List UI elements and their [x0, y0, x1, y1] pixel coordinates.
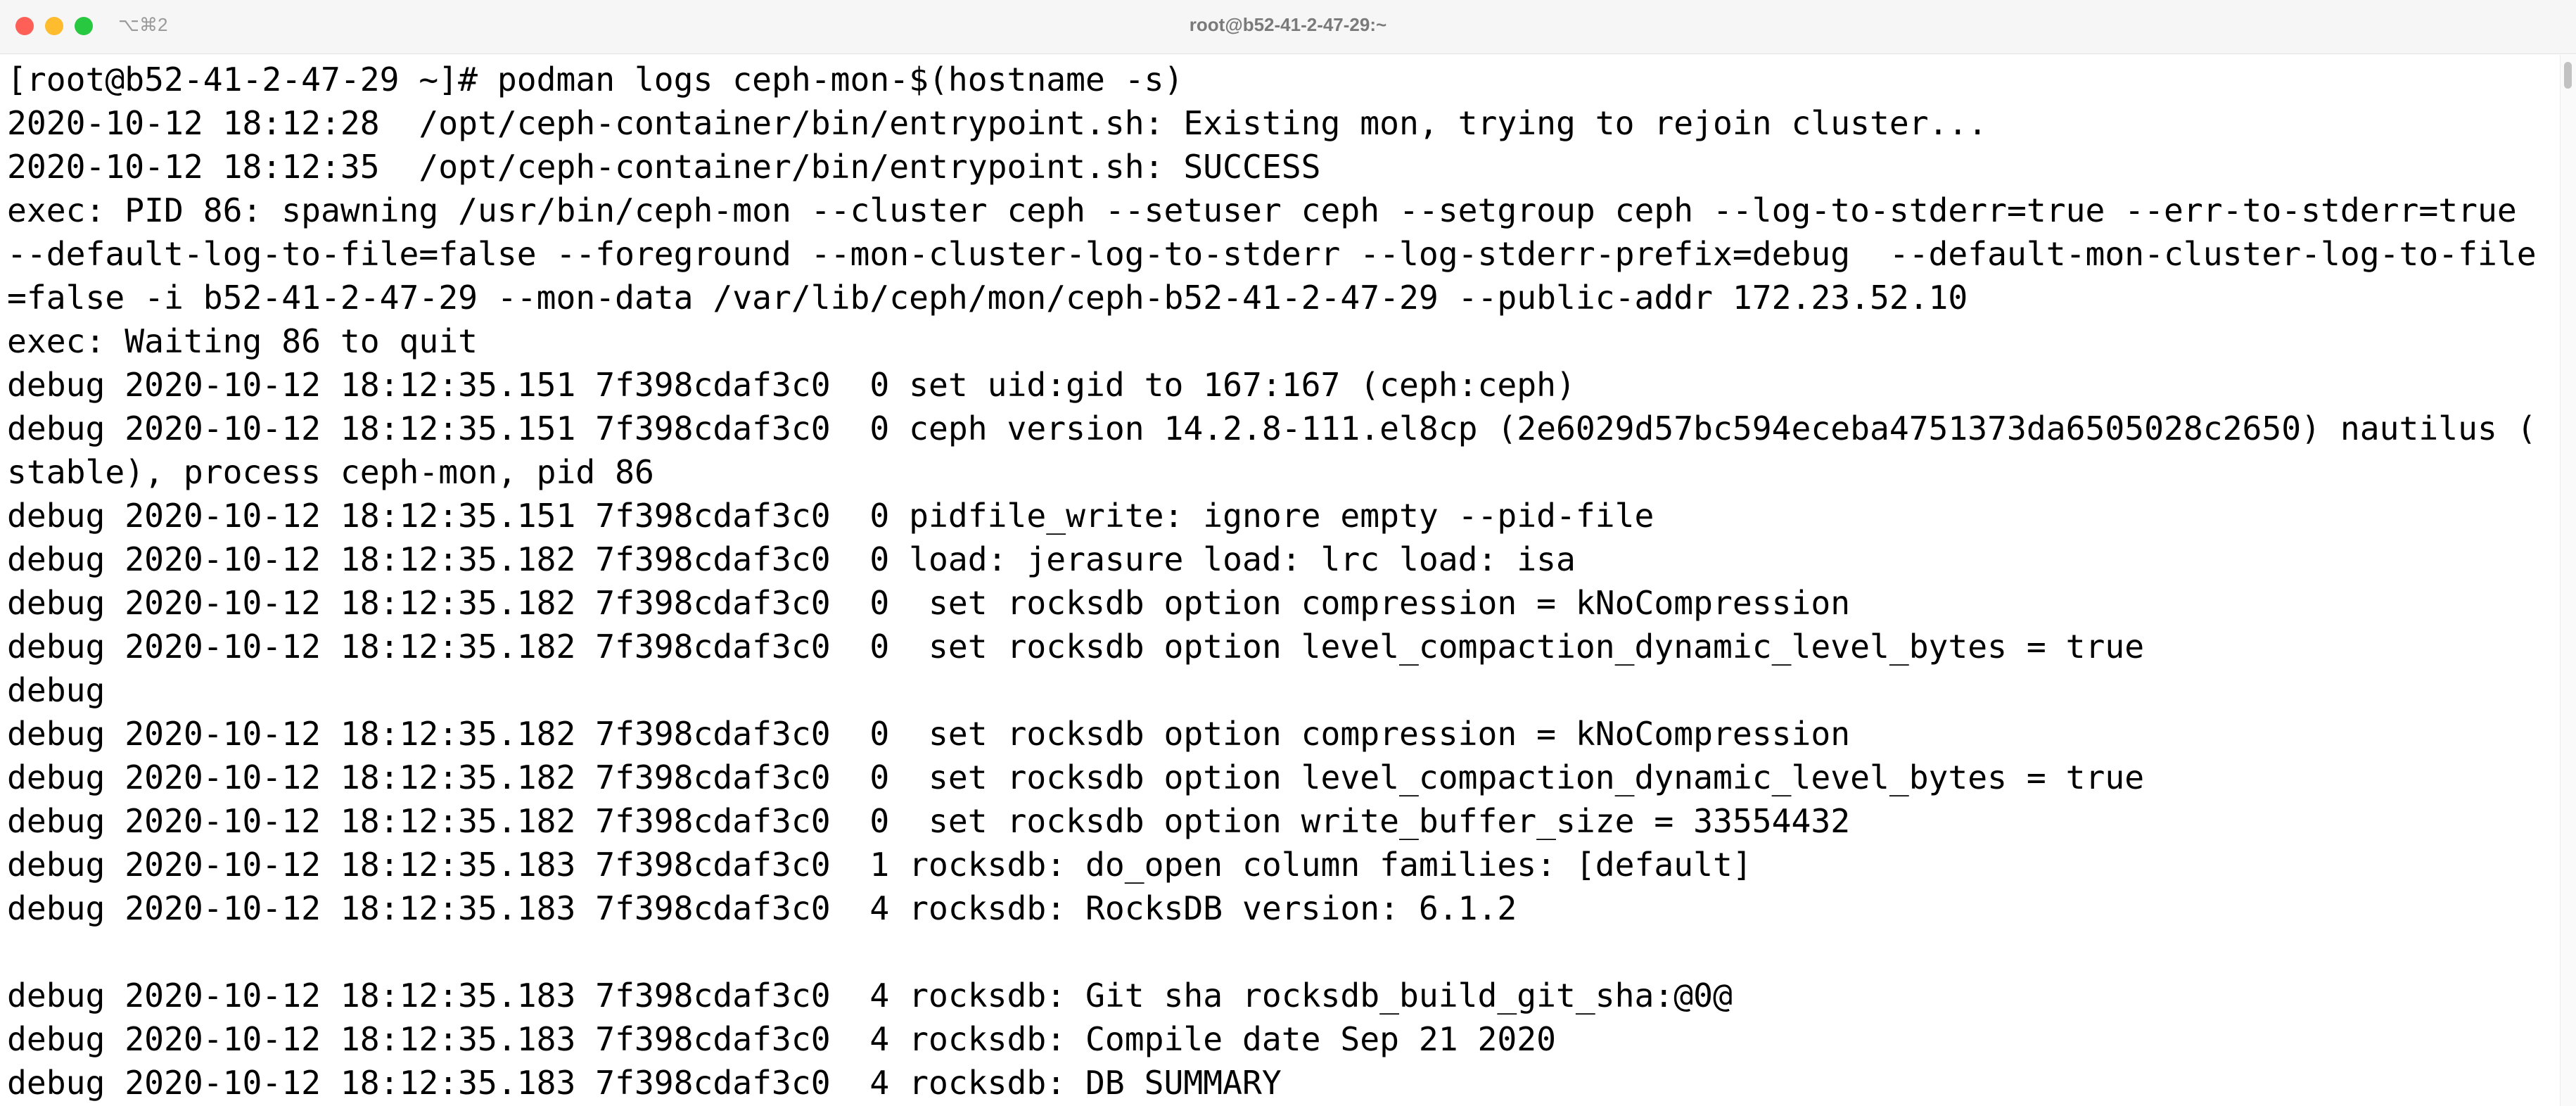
- log-line: debug 2020-10-12 18:12:35.183 7f398cdaf3…: [7, 977, 1733, 1015]
- terminal-output[interactable]: [root@b52-41-2-47-29 ~]# podman logs cep…: [7, 58, 2555, 1105]
- log-line: debug 2020-10-12 18:12:35.151 7f398cdaf3…: [7, 366, 1576, 404]
- scrollbar[interactable]: [2560, 55, 2576, 1106]
- log-line: =false -i b52-41-2-47-29 --mon-data /var…: [7, 279, 1968, 317]
- tab-shortcut: ⌥⌘2: [118, 14, 168, 35]
- log-line: --default-log-to-file=false --foreground…: [7, 235, 2537, 273]
- log-line: debug 2020-10-12 18:12:35.182 7f398cdaf3…: [7, 715, 1851, 753]
- log-line: debug 2020-10-12 18:12:35.183 7f398cdaf3…: [7, 1020, 1556, 1058]
- log-line: 2020-10-12 18:12:35 /opt/ceph-container/…: [7, 148, 1321, 186]
- log-line: debug 2020-10-12 18:12:35.183 7f398cdaf3…: [7, 889, 1517, 927]
- log-line: exec: Waiting 86 to quit: [7, 322, 478, 360]
- log-line: stable), process ceph-mon, pid 86: [7, 453, 654, 491]
- scrollbar-thumb[interactable]: [2564, 62, 2572, 89]
- command-line: [root@b52-41-2-47-29 ~]# podman logs cep…: [7, 61, 1184, 98]
- log-line: debug: [7, 671, 106, 709]
- log-line: debug 2020-10-12 18:12:35.182 7f398cdaf3…: [7, 758, 2145, 796]
- log-line: [7, 930, 2555, 974]
- log-line: debug 2020-10-12 18:12:35.182 7f398cdaf3…: [7, 584, 1851, 622]
- title-bar: ⌥⌘2 root@b52-41-2-47-29:~: [0, 0, 2576, 54]
- log-line: debug 2020-10-12 18:12:35.183 7f398cdaf3…: [7, 1064, 1282, 1102]
- log-line: debug 2020-10-12 18:12:35.151 7f398cdaf3…: [7, 409, 2537, 447]
- log-line: exec: PID 86: spawning /usr/bin/ceph-mon…: [7, 191, 2517, 229]
- window-title: root@b52-41-2-47-29:~: [1189, 14, 1387, 35]
- log-line: debug 2020-10-12 18:12:35.182 7f398cdaf3…: [7, 540, 1576, 578]
- log-line: debug 2020-10-12 18:12:35.183 7f398cdaf3…: [7, 846, 1752, 884]
- minimize-button[interactable]: [45, 17, 63, 35]
- zoom-button[interactable]: [75, 17, 93, 35]
- log-line: debug 2020-10-12 18:12:35.151 7f398cdaf3…: [7, 497, 1654, 535]
- close-button[interactable]: [15, 17, 34, 35]
- log-line: debug 2020-10-12 18:12:35.182 7f398cdaf3…: [7, 802, 1851, 840]
- log-line: debug 2020-10-12 18:12:35.182 7f398cdaf3…: [7, 628, 2145, 666]
- log-line: 2020-10-12 18:12:28 /opt/ceph-container/…: [7, 104, 1988, 142]
